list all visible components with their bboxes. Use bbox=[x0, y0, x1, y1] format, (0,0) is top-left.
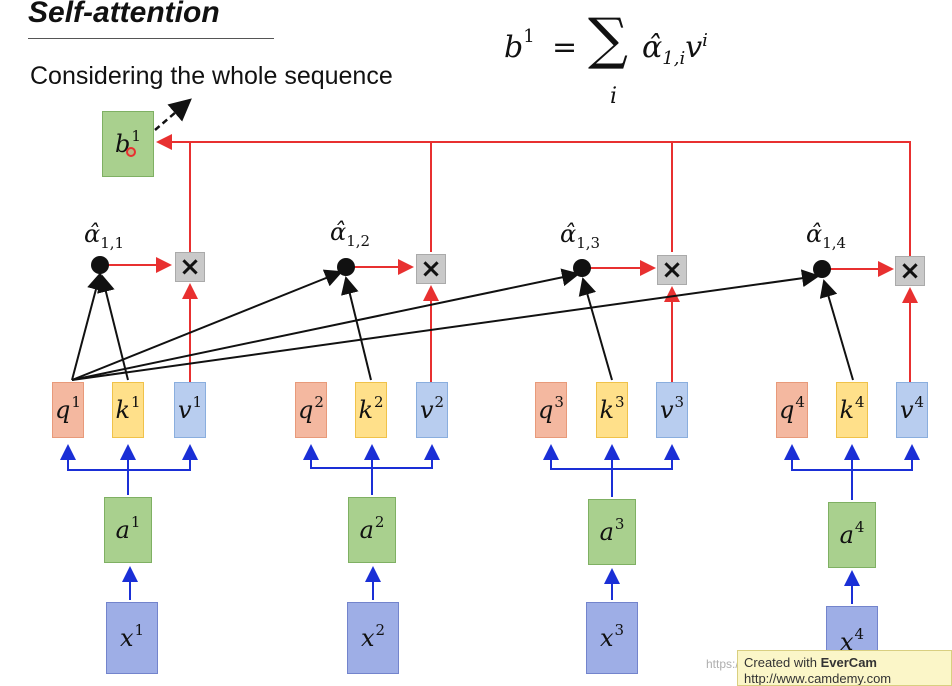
formula-lhs: b1 bbox=[504, 26, 535, 65]
formula-rhs: α̂1,ivi bbox=[642, 30, 708, 69]
wire-k4-alpha4 bbox=[819, 279, 854, 381]
alpha-label-3: α̂1,3 bbox=[560, 220, 601, 252]
wire-q1-alpha2 bbox=[71, 269, 343, 381]
wire-q1-alpha4 bbox=[71, 269, 820, 381]
wire-q1-alpha3 bbox=[71, 268, 580, 381]
dashed-arrow bbox=[154, 98, 192, 131]
alpha-dot-3 bbox=[573, 259, 591, 277]
sum-symbol: ∑ bbox=[588, 7, 628, 72]
alpha-label-4: α̂1,4 bbox=[806, 220, 847, 252]
title-underline bbox=[28, 38, 274, 39]
alpha-label-2: α̂1,2 bbox=[330, 218, 371, 250]
wire-k2-alpha2 bbox=[341, 276, 372, 381]
wire-k1-alpha1 bbox=[97, 274, 129, 381]
alpha-dot-4 bbox=[813, 260, 831, 278]
alpha-dot-1 bbox=[91, 256, 109, 274]
multiply-node-3: × bbox=[657, 255, 687, 285]
multiply-node-4: × bbox=[895, 256, 925, 286]
alpha-dot-2 bbox=[337, 258, 355, 276]
subtitle: Considering the whole sequence bbox=[30, 62, 393, 90]
output-bus bbox=[156, 134, 911, 262]
multiply-node-2: × bbox=[416, 254, 446, 284]
evercam-watermark: Created with EverCam http://www.camdemy.… bbox=[737, 650, 952, 686]
formula: b1 = ∑ i α̂1,ivi bbox=[500, 7, 800, 110]
cursor-pointer bbox=[126, 147, 136, 157]
wire-q1-alpha1 bbox=[71, 272, 105, 381]
alpha-label-1: α̂1,1 bbox=[84, 220, 125, 252]
multiply-node-1: × bbox=[175, 252, 205, 282]
slide-title: Self-attention bbox=[28, 0, 220, 29]
wire-k3-alpha3 bbox=[578, 277, 613, 381]
sum-index: i bbox=[610, 84, 618, 109]
formula-equals: = bbox=[552, 30, 578, 65]
